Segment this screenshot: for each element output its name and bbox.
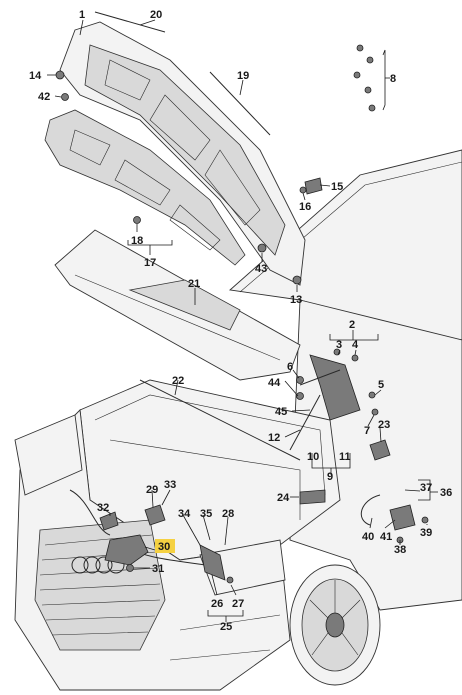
callout-26: 26 bbox=[211, 598, 223, 610]
callout-29: 29 bbox=[146, 484, 158, 496]
callout-30-highlight bbox=[155, 539, 175, 553]
bolt-7 bbox=[371, 408, 379, 416]
front-wheel bbox=[289, 564, 381, 686]
callout-32: 32 bbox=[97, 502, 109, 514]
seal-strip-19 bbox=[209, 71, 271, 136]
callout-11: 11 bbox=[339, 451, 351, 463]
callout-24: 24 bbox=[277, 492, 290, 504]
clip-18 bbox=[133, 216, 141, 224]
callout-8: 8 bbox=[390, 73, 396, 85]
bolt-27 bbox=[226, 576, 234, 584]
callout-30: 30 bbox=[158, 541, 170, 553]
seal-strip-20 bbox=[94, 11, 166, 33]
callout-44: 44 bbox=[268, 377, 281, 389]
rings-logo bbox=[71, 556, 125, 574]
callout-37: 37 bbox=[420, 482, 432, 494]
callout-4: 4 bbox=[352, 339, 359, 351]
callout-20: 20 bbox=[150, 9, 162, 21]
callout-10: 10 bbox=[307, 451, 319, 463]
gas-strut bbox=[289, 394, 321, 451]
release-cable-front bbox=[69, 489, 111, 536]
car-body bbox=[14, 149, 462, 691]
release-cable-rear bbox=[360, 494, 381, 526]
callout-36: 36 bbox=[440, 487, 452, 499]
callout-17: 17 bbox=[144, 257, 156, 269]
hood-hinge-assembly bbox=[289, 348, 391, 461]
callout-14: 14 bbox=[29, 70, 42, 82]
callout-28: 28 bbox=[222, 508, 234, 520]
latch-26 bbox=[199, 544, 226, 581]
callout-45: 45 bbox=[275, 406, 287, 418]
buffer-24 bbox=[299, 489, 326, 505]
callout-38: 38 bbox=[394, 544, 406, 556]
hood-latch-30 bbox=[104, 534, 149, 566]
callout-27: 27 bbox=[232, 598, 244, 610]
callout-21: 21 bbox=[188, 278, 200, 290]
callout-31: 31 bbox=[152, 563, 164, 575]
callout-1: 1 bbox=[79, 9, 85, 21]
callout-34: 34 bbox=[178, 508, 191, 520]
callout-40: 40 bbox=[362, 531, 374, 543]
hinge-link bbox=[299, 369, 341, 386]
callout-39: 39 bbox=[420, 527, 432, 539]
callout-16: 16 bbox=[299, 201, 311, 213]
hood-insulation bbox=[44, 109, 246, 266]
callout-43: 43 bbox=[255, 263, 267, 275]
hood-reinforcement-openings bbox=[104, 59, 261, 226]
callout-labels: 1 20 19 14 42 8 15 16 18 17 43 13 21 2 3… bbox=[29, 9, 452, 633]
plenum-cover bbox=[54, 229, 301, 381]
callout-42: 42 bbox=[38, 91, 50, 103]
nut-44 bbox=[296, 392, 304, 400]
release-mechanism bbox=[69, 489, 429, 584]
bolt-16 bbox=[299, 186, 307, 194]
callout-25: 25 bbox=[220, 621, 232, 633]
headlight-right bbox=[199, 539, 286, 596]
callout-3: 3 bbox=[336, 339, 342, 351]
buffer-43 bbox=[257, 243, 267, 253]
clip-set-8 bbox=[353, 44, 376, 112]
callout-35: 35 bbox=[200, 508, 212, 520]
fastener-42 bbox=[61, 93, 69, 101]
callout-2: 2 bbox=[349, 319, 355, 331]
switch-29 bbox=[144, 504, 166, 526]
bolt-5 bbox=[368, 391, 376, 399]
hood-hinge bbox=[309, 354, 361, 421]
bracket-15 bbox=[304, 177, 323, 195]
release-handle-41 bbox=[389, 504, 416, 531]
bolt-6 bbox=[296, 376, 304, 384]
bolt-4 bbox=[351, 354, 359, 362]
callout-9: 9 bbox=[327, 471, 333, 483]
callout-6: 6 bbox=[287, 361, 293, 373]
bolt-31 bbox=[126, 564, 134, 572]
lower-bumper-lines bbox=[169, 614, 281, 661]
bracket-23 bbox=[369, 439, 391, 461]
callout-33: 33 bbox=[164, 479, 176, 491]
clip-39 bbox=[421, 516, 429, 524]
callout-12: 12 bbox=[268, 432, 280, 444]
callout-41: 41 bbox=[380, 531, 392, 543]
callout-15: 15 bbox=[331, 181, 343, 193]
hood-panel bbox=[59, 21, 306, 286]
callout-22: 22 bbox=[172, 375, 184, 387]
seal-strip-22 bbox=[139, 379, 301, 461]
headlight-left bbox=[14, 414, 83, 496]
callout-19: 19 bbox=[237, 70, 249, 82]
fastener-14 bbox=[55, 70, 65, 80]
plenum-grille bbox=[128, 279, 241, 331]
callout-23: 23 bbox=[378, 419, 390, 431]
insulation-panels bbox=[69, 129, 221, 251]
callout-18: 18 bbox=[131, 235, 143, 247]
callout-5: 5 bbox=[378, 379, 384, 391]
buffer-13 bbox=[292, 275, 302, 285]
hood-inner-frame bbox=[84, 44, 286, 256]
callout-13: 13 bbox=[290, 294, 302, 306]
engine-bay-inner-edge bbox=[94, 394, 326, 496]
callout-7: 7 bbox=[364, 425, 370, 437]
leader-lines bbox=[47, 19, 438, 622]
